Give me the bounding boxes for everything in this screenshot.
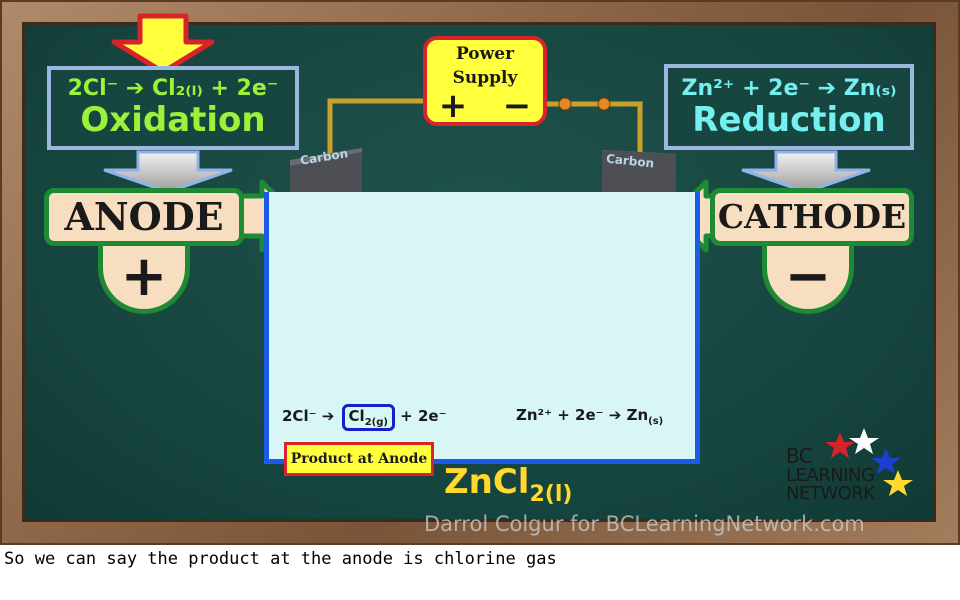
zinc-state: (s) <box>648 416 664 427</box>
reduction-label: Reduction <box>692 100 886 140</box>
cathode-eq-lead: Zn²⁺ + 2e⁻ ➔ Zn <box>516 406 649 424</box>
electrolyte-base: ZnCl <box>444 462 530 502</box>
anode-half-equation: 2Cl⁻ ➔ Cl2(g) + 2e⁻ <box>282 404 447 431</box>
logo-line-1: BC <box>786 444 813 468</box>
product-at-anode-label: Product at Anode <box>284 442 434 476</box>
chlorine-state: 2(g) <box>364 417 388 428</box>
anode-eq-lead: 2Cl⁻ ➔ <box>282 407 340 425</box>
power-supply-label-1: Power <box>455 44 515 64</box>
slide: Carbon Carbon Zn 2Cl⁻ ➔ Cl₂₍ₗ₎ + 2e⁻ Oxi… <box>0 0 960 545</box>
wire-connector <box>558 97 572 111</box>
oxidation-equation: 2Cl⁻ ➔ Cl₂₍ₗ₎ + 2e⁻ <box>67 76 279 101</box>
wire-right <box>547 101 643 155</box>
logo-line-2: LEARNING <box>786 465 875 486</box>
caption: So we can say the product at the anode i… <box>4 549 557 569</box>
anode-eq-tail: + 2e⁻ <box>394 407 447 425</box>
reduction-equation-box: Zn²⁺ + 2e⁻ ➔ Zn₍ₛ₎ Reduction <box>664 64 914 150</box>
chlorine-box: Cl2(g) <box>341 404 395 431</box>
grey-down-arrow-right <box>741 150 871 194</box>
electrolyte-state: 2(l) <box>529 481 573 507</box>
oxidation-label: Oxidation <box>80 100 266 140</box>
highlight-down-arrow <box>111 13 215 75</box>
wire-connector <box>597 97 611 111</box>
grey-down-arrow-left <box>103 150 233 194</box>
anode-label: ANODE <box>44 188 244 246</box>
logo-stars <box>825 428 913 496</box>
logo-line-3: NETWORK <box>786 483 875 504</box>
power-supply-terminals: + − <box>427 88 543 124</box>
power-supply: Power Supply + − <box>423 36 547 126</box>
electrolyte-formula: ZnCl2(l) <box>444 462 572 507</box>
cathode-label: CATHODE <box>710 188 914 246</box>
reduction-equation: Zn²⁺ + 2e⁻ ➔ Zn₍ₛ₎ <box>681 76 897 101</box>
power-supply-label-2: Supply <box>452 68 518 88</box>
positive-terminal: + <box>438 86 468 126</box>
bc-learning-network-logo: BC LEARNING NETWORK <box>786 442 916 508</box>
chlorine-formula: Cl <box>348 407 365 425</box>
cathode-half-equation: Zn²⁺ + 2e⁻ ➔ Zn(s) <box>516 406 663 427</box>
watermark: Darrol Colgur for BCLearningNetwork.com <box>424 512 865 536</box>
wire-left <box>327 98 423 165</box>
negative-terminal: − <box>502 86 532 126</box>
electrolyte-bath <box>264 192 700 464</box>
oxidation-equation-box: 2Cl⁻ ➔ Cl₂₍ₗ₎ + 2e⁻ Oxidation <box>47 66 299 150</box>
